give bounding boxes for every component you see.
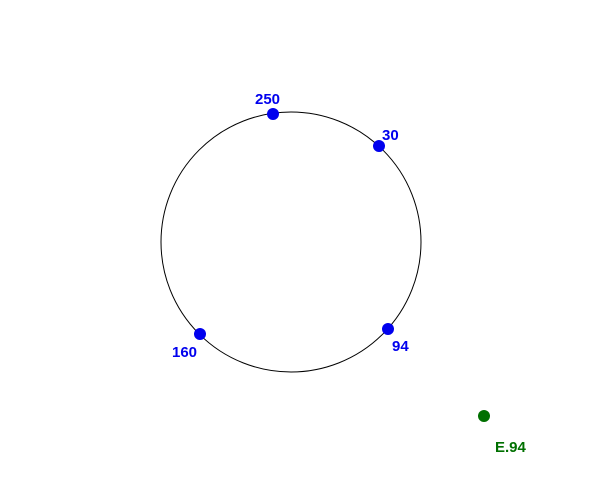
external-point	[478, 410, 490, 422]
circle-point-30	[373, 140, 385, 152]
circle-point-label-250: 250	[255, 91, 280, 108]
external-point-label: E.94	[495, 439, 527, 456]
circle-point-label-160: 160	[172, 344, 197, 361]
circle-point-94	[382, 323, 394, 335]
circle-point-label-30: 30	[382, 127, 399, 144]
main-circle	[160, 111, 422, 373]
circle-point-250	[267, 108, 279, 120]
circle-point-label-94: 94	[392, 338, 409, 355]
circle-point-160	[194, 328, 206, 340]
